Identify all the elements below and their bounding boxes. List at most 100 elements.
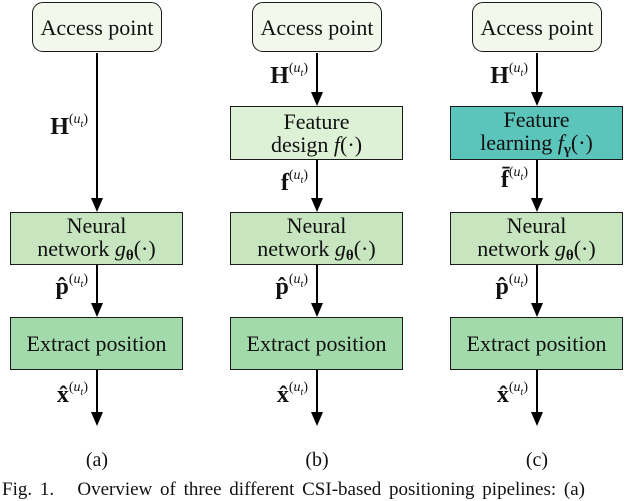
math-segment: ): [303, 61, 308, 76]
arrow-csi-a-line: [95, 53, 99, 199]
label-position-a: p̂(ut): [18, 272, 88, 302]
math-segment: ): [303, 380, 308, 395]
arrow-position-a-line: [95, 265, 99, 304]
math-segment: x̂: [496, 382, 509, 408]
label-output-a: x̂(ut): [18, 380, 88, 410]
math-segment: (: [288, 380, 294, 395]
node-label-line: Neural: [67, 214, 127, 237]
math-segment: f: [280, 170, 289, 196]
arrow-feature-c-line: [535, 160, 539, 199]
math-segment: t: [80, 119, 84, 130]
math-segment: g: [334, 235, 346, 261]
math-segment: θ: [565, 247, 574, 264]
node-label-line: Feature: [284, 110, 350, 133]
math-segment: Access point: [40, 14, 154, 40]
math-segment: p̂: [275, 274, 289, 300]
node-label-line: network gθ(·): [477, 237, 595, 264]
math-segment: Extract position: [466, 331, 607, 356]
math-segment: ): [83, 272, 88, 287]
math-segment: t: [520, 68, 524, 79]
math-segment: f: [557, 130, 564, 155]
math-segment: network: [257, 235, 335, 261]
math-segment: t: [80, 387, 84, 398]
math-segment: H: [270, 63, 289, 89]
arrow-feature-b-line: [315, 160, 319, 199]
math-segment: (·): [340, 132, 363, 157]
node-extract-position-c: Extract position: [450, 317, 623, 370]
arrow-output-a-head: [91, 412, 103, 426]
math-segment: u: [513, 165, 521, 180]
arrow-output-c-head: [531, 412, 543, 426]
math-segment: Access point: [480, 14, 594, 40]
label-position-c: p̂(ut): [458, 272, 528, 302]
math-segment: p̂: [495, 274, 509, 300]
math-segment: t: [520, 172, 524, 183]
arrow-position-c-line: [535, 265, 539, 304]
label-feature-b: f(ut): [238, 168, 308, 198]
math-segment: f: [333, 132, 341, 157]
arrow-position-b-line: [315, 265, 319, 304]
node-label-line: design f(·): [271, 133, 362, 156]
math-segment: Access point: [260, 14, 374, 40]
math-segment: u: [293, 61, 301, 76]
math-segment: (: [508, 272, 514, 287]
math-segment: u: [73, 112, 81, 127]
node-extract-position-b: Extract position: [230, 317, 403, 370]
arrow-position-b-head: [311, 303, 323, 317]
math-segment: θ: [125, 247, 134, 264]
math-segment: u: [513, 380, 521, 395]
math-segment: u: [513, 272, 521, 287]
math-segment: t: [520, 387, 524, 398]
math-segment: Feature: [503, 107, 570, 132]
node-label-line: Access point: [40, 16, 153, 39]
math-segment: u: [73, 272, 81, 287]
math-segment: Neural: [286, 212, 347, 238]
math-segment: t: [300, 175, 304, 186]
math-segment: (: [288, 272, 294, 287]
math-segment: t: [300, 387, 304, 398]
arrow-position-c-head: [531, 303, 543, 317]
subfigure-tag-b: (b): [305, 449, 329, 471]
label-output-b: x̂(ut): [238, 380, 308, 410]
arrow-position-a-head: [91, 303, 103, 317]
math-segment: θ: [345, 247, 354, 264]
math-segment: t: [520, 279, 524, 290]
math-segment: g: [114, 235, 126, 261]
label-csi-a: H(ut): [18, 112, 88, 142]
node-label-line: Extract position: [27, 332, 167, 355]
label-feature-c: f̄(ut): [458, 165, 528, 195]
node-access-point-b: Access point: [252, 2, 382, 52]
math-segment: (: [68, 112, 74, 127]
arrow-output-c-line: [535, 370, 539, 413]
arrow-output-a-line: [95, 370, 99, 413]
math-segment: ): [83, 380, 88, 395]
math-segment: (: [68, 380, 74, 395]
math-segment: (: [288, 61, 294, 76]
math-segment: Extract position: [246, 331, 387, 356]
label-csi-b: H(ut): [238, 61, 308, 91]
math-segment: (: [508, 61, 514, 76]
math-segment: f̄: [500, 167, 509, 193]
math-segment: g: [554, 235, 566, 261]
math-segment: H: [50, 114, 69, 140]
arrow-feature-c-head: [531, 198, 543, 212]
arrow-csi-b-line: [315, 53, 319, 93]
math-segment: t: [80, 279, 84, 290]
math-segment: (·): [570, 130, 593, 155]
math-segment: u: [513, 61, 521, 76]
math-segment: network: [477, 235, 555, 261]
arrow-csi-c-head: [531, 92, 543, 106]
node-label-line: Neural: [287, 214, 347, 237]
math-segment: design: [270, 132, 334, 157]
node-access-point-a: Access point: [32, 2, 162, 52]
node-access-point-c: Access point: [472, 2, 602, 52]
math-segment: ): [303, 272, 308, 287]
node-label-line: Feature: [504, 108, 570, 131]
math-segment: γ: [563, 142, 571, 158]
node-label-line: Access point: [480, 16, 593, 39]
math-segment: (·): [573, 235, 596, 261]
